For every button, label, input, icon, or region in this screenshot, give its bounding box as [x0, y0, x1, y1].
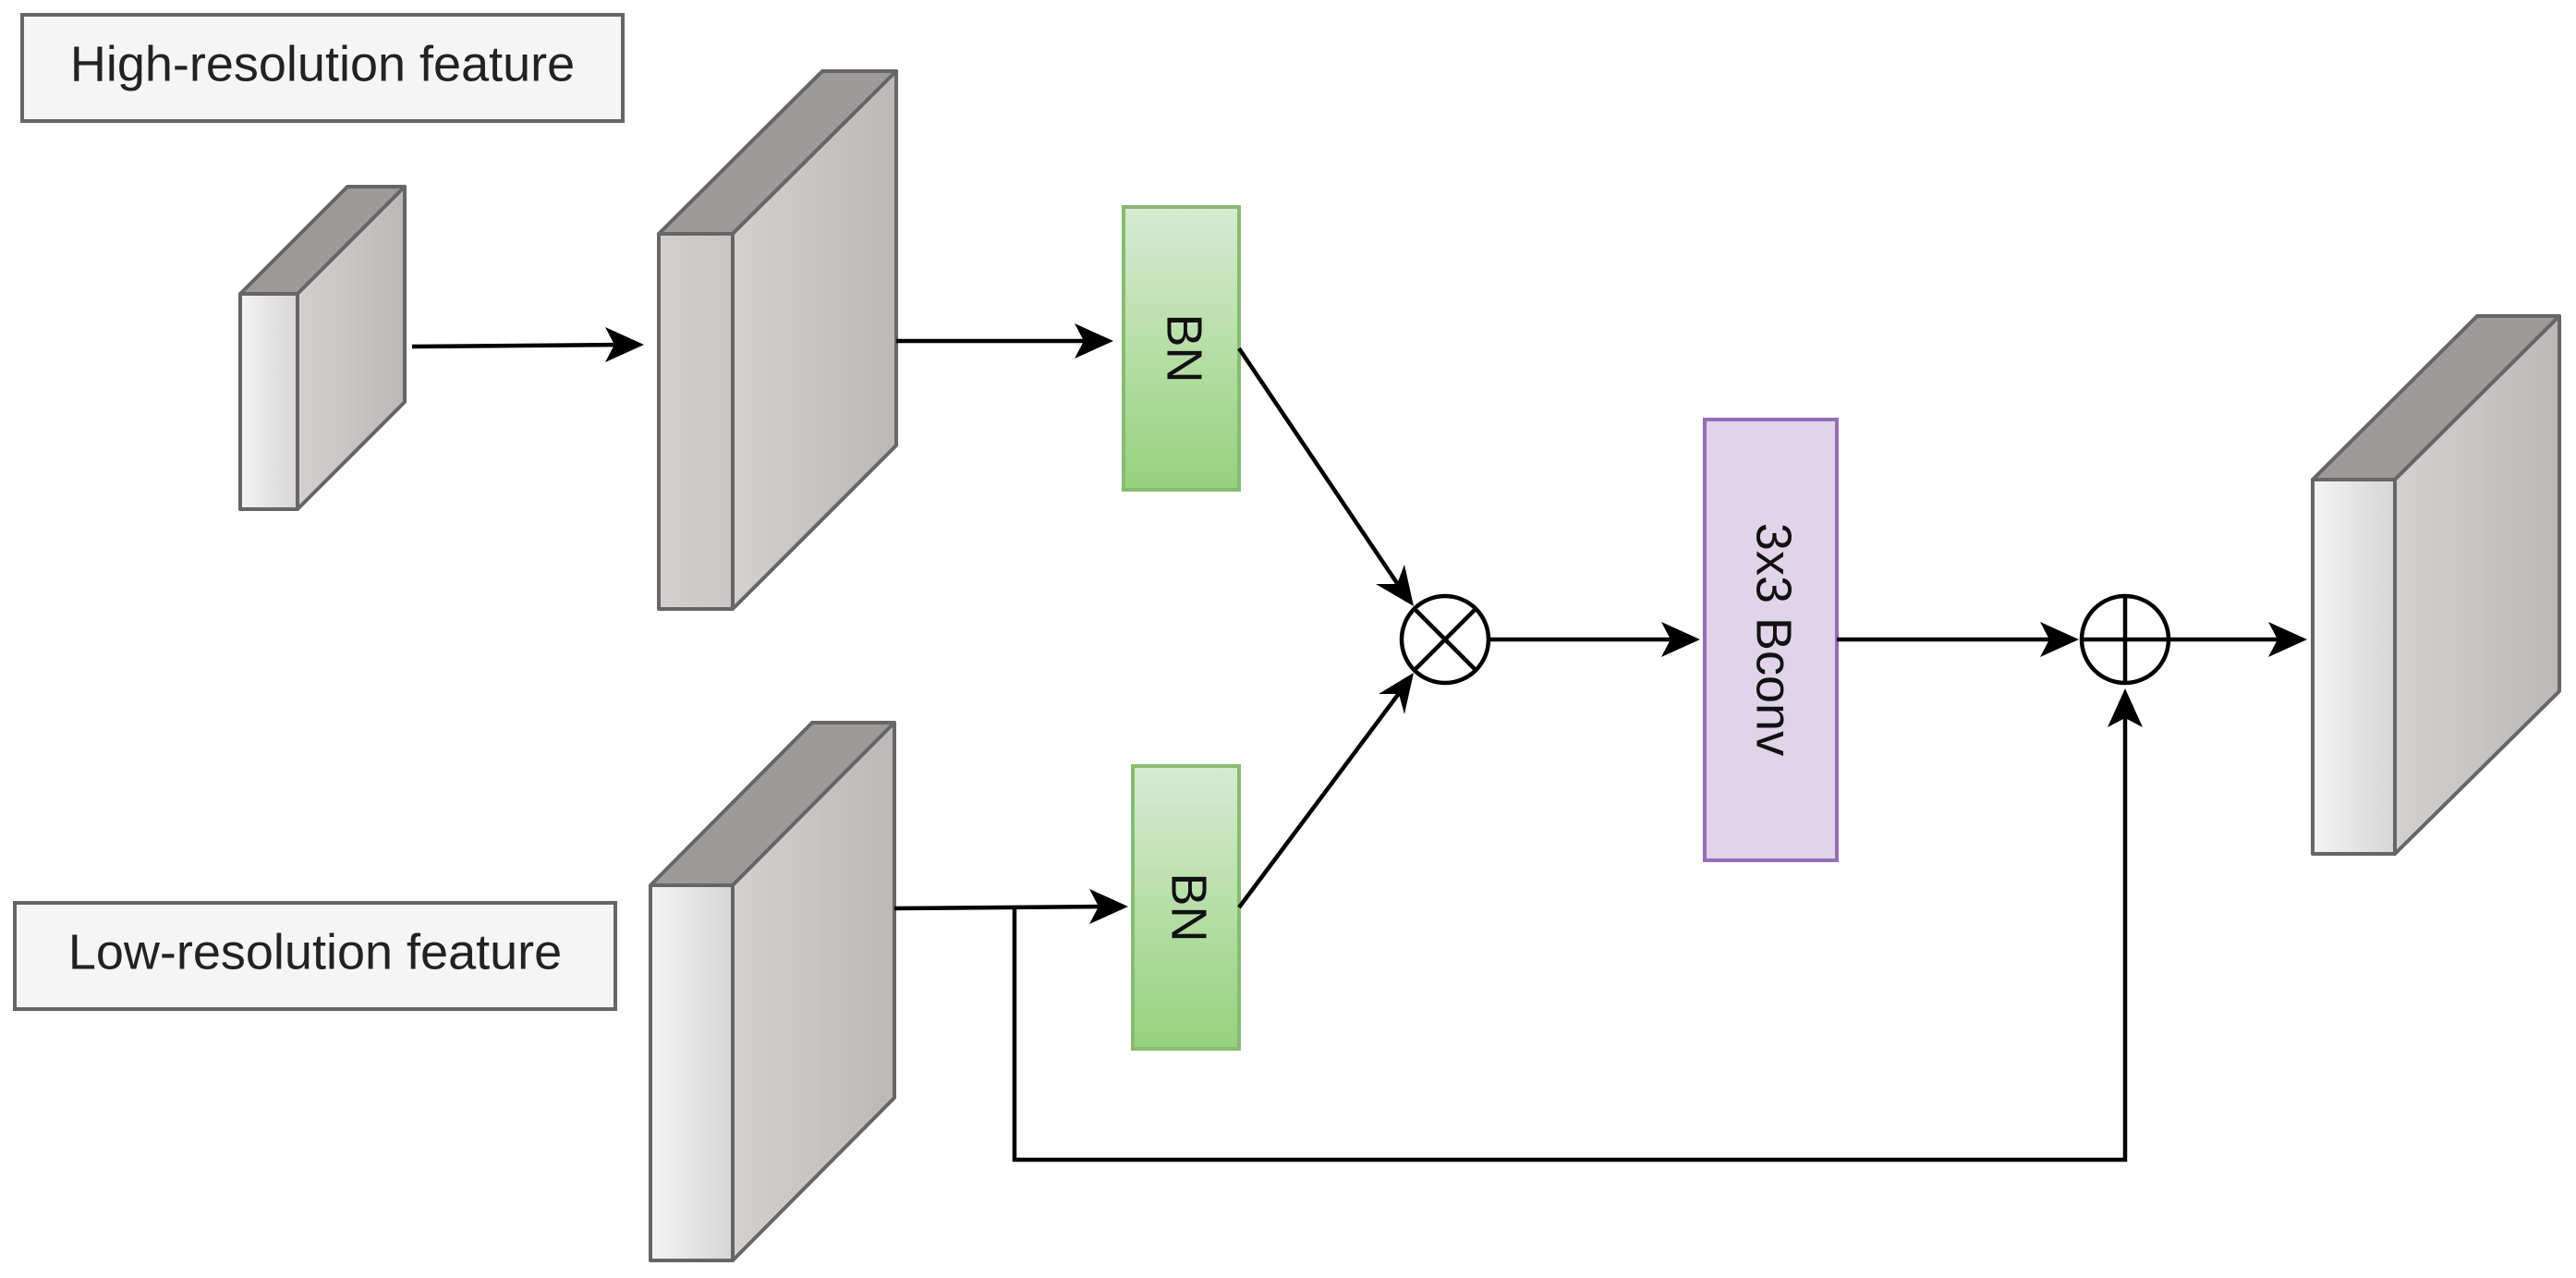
- conv-block: 3x3 Bconv: [1703, 418, 1839, 862]
- bn-block-top: BN: [1122, 205, 1241, 492]
- arrowhead-to-bn-bottom: [1089, 889, 1128, 924]
- arrowhead-bn-bottom-to-multiply: [1379, 673, 1414, 714]
- high-resolution-label: High-resolution feature: [20, 13, 625, 123]
- arrowhead-upsample: [605, 327, 644, 362]
- arrowhead-skip-connection: [2108, 688, 2143, 727]
- bn-top-label: BN: [1157, 313, 1212, 383]
- arrow-upsample: [411, 342, 629, 349]
- output-feature-map: [2311, 314, 2561, 856]
- arrow-to-bn-bottom: [893, 904, 1110, 911]
- high-res-input-feature-map: [238, 185, 407, 511]
- skip-connection: [1012, 707, 2128, 1162]
- arrowhead-bn-top-to-multiply: [1376, 565, 1414, 606]
- arrowhead-conv-to-add: [2040, 622, 2079, 657]
- bn-bottom-label: BN: [1161, 872, 1217, 942]
- multiply-cross-b: [1413, 607, 1477, 672]
- low-resolution-label: Low-resolution feature: [13, 901, 617, 1011]
- arrowhead-multiply-to-conv: [1661, 622, 1700, 657]
- arrow-bn-bottom-to-multiply: [1237, 687, 1404, 909]
- connectors: [411, 323, 2307, 1162]
- cube-front-face: [649, 883, 735, 1262]
- arrowhead-add-to-output: [2268, 622, 2307, 657]
- low-resolution-label-text: Low-resolution feature: [68, 924, 562, 980]
- arrow-bn-top-to-multiply: [1237, 347, 1404, 593]
- high-resolution-label-text: High-resolution feature: [70, 36, 575, 91]
- cube-front-face: [2311, 478, 2397, 856]
- low-res-input-feature-map: [649, 721, 896, 1262]
- multiply-operator: [1399, 593, 1491, 686]
- conv-label: 3x3 Bconv: [1746, 523, 1802, 756]
- arrowhead-to-bn-top: [1075, 323, 1113, 359]
- high-res-upsampled-feature-map: [657, 69, 898, 611]
- bn-block-bottom: BN: [1131, 764, 1241, 1051]
- cube-front-face: [238, 292, 299, 511]
- add-operator: [2079, 593, 2171, 686]
- cube-front-face: [657, 232, 735, 611]
